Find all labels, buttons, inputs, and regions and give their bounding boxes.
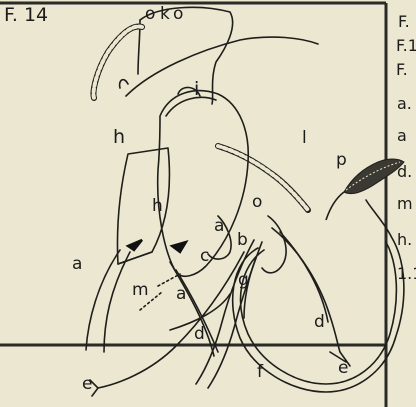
upper-arc (126, 37, 318, 96)
plate-h-base (118, 252, 152, 264)
side-legend-item: F.1 (396, 38, 416, 54)
left-curve-inner (104, 252, 130, 352)
side-legend-item: 1.1 (397, 266, 416, 282)
label-a-3: a (214, 218, 224, 235)
label-e-2: e (338, 360, 348, 377)
label-o-2: o (173, 6, 183, 23)
label-e-1: e (82, 376, 92, 393)
label-m: m (132, 282, 149, 299)
label-b: b (237, 232, 248, 249)
figure-title: F. 14 (4, 6, 48, 25)
label-o-3: o (252, 194, 262, 211)
antenna-right-segments (218, 146, 308, 210)
label-f: f (257, 364, 263, 381)
lobe-i-inner (166, 97, 216, 116)
side-legend-item: d. (397, 164, 412, 180)
left-curve-outer (86, 250, 120, 350)
label-l: l (302, 130, 307, 147)
antenna-right (218, 146, 308, 210)
label-a-2: a (176, 286, 186, 303)
side-legend-item: F. (396, 62, 408, 78)
side-legend-item: a (397, 128, 407, 144)
label-a-1: a (72, 256, 82, 273)
label-o-1: o (145, 6, 155, 23)
label-k: k (160, 6, 170, 23)
label-d-1: d (194, 326, 205, 343)
label-g: g (238, 272, 249, 289)
antenna-base-left (120, 80, 128, 88)
label-p: p (336, 152, 347, 169)
label-c: c (200, 248, 209, 265)
label-i: i (194, 80, 199, 99)
side-legend-item: m (397, 196, 413, 212)
structure-o (262, 216, 286, 273)
label-h-2: h (152, 198, 163, 215)
leg-d-right-inner (280, 232, 328, 322)
leg-d-right (272, 228, 340, 352)
label-d-2: d (314, 314, 325, 331)
label-h-1: h (113, 128, 125, 147)
side-legend-item: F. (398, 14, 410, 30)
side-legend-item: h. (397, 232, 412, 248)
side-legend-item: a. (397, 96, 412, 112)
